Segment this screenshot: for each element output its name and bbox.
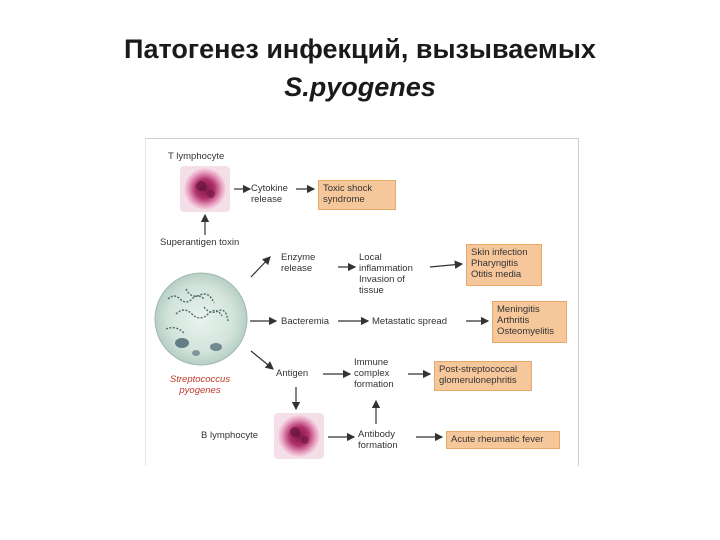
t-lymphocyte-label: T lymphocyte (168, 151, 225, 162)
local-inflammation-label: Local inflammation Invasion of tissue (359, 252, 413, 296)
bacteremia-label: Bacteremia (281, 316, 330, 327)
arrow-bacteria-to-antigen (250, 350, 274, 370)
meningitis-box: Meningitis Arthritis Osteomyelitis (492, 301, 567, 343)
diagram-graphics (154, 166, 490, 459)
metastatic-spread-label: Metastatic spread (372, 316, 447, 327)
toxic-shock-box: Toxic shock syndrome (318, 180, 396, 210)
t-lymphocyte-cell-icon (180, 166, 230, 212)
antibody-formation-label: Antibody formation (358, 429, 398, 451)
arrow-bacteria-to-enzyme (250, 256, 271, 278)
slide-title-line2: S.pyogenes (284, 72, 436, 102)
glomerulonephritis-box: Post-streptococcal glomerulonephritis (434, 361, 532, 391)
b-lymphocyte-label: B lymphocyte (201, 430, 259, 441)
streptococcus-micrograph-icon (154, 272, 248, 366)
arrow-local-to-skin (429, 260, 464, 269)
immune-complex-label: Immune complex formation (354, 357, 394, 390)
antigen-label: Antigen (276, 368, 309, 379)
slide-title-line1: Патогенез инфекций, вызываемых (124, 34, 596, 64)
b-lymphocyte-cell-icon (274, 413, 324, 459)
streptococcus-pyogenes-label: Streptococcus pyogenes (169, 374, 231, 396)
rheumatic-fever-box: Acute rheumatic fever (446, 431, 560, 449)
superantigen-toxin-label: Superantigen toxin (160, 237, 240, 248)
diagram-arrows (200, 184, 490, 442)
cytokine-release-label: Cytokine release (251, 183, 288, 205)
skin-infection-box: Skin infection Pharyngitis Otitis media (466, 244, 542, 286)
enzyme-release-label: Enzyme release (281, 252, 316, 274)
slide-title: Патогенез инфекций, вызываемых S.pyogene… (0, 30, 720, 106)
pathogenesis-diagram: T lymphocyte Cytokine release Superantig… (145, 138, 579, 466)
